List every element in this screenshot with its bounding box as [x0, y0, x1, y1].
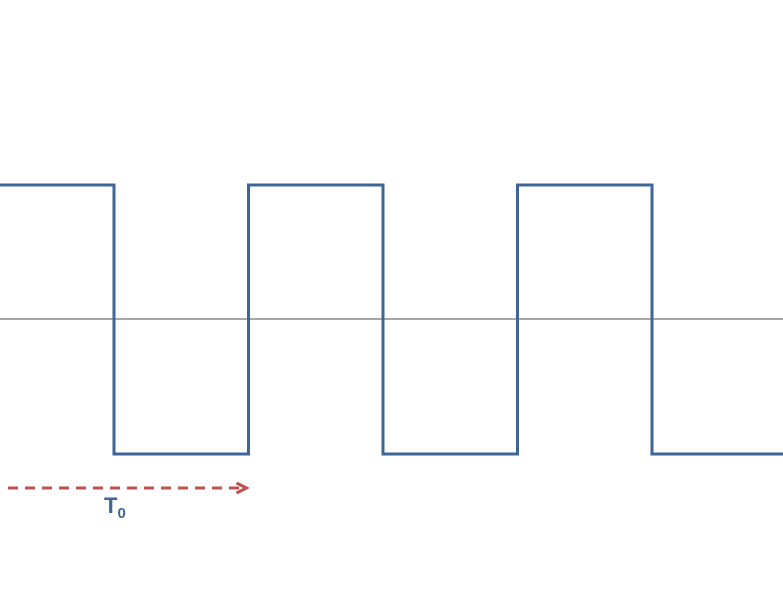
period-label-main: T — [104, 493, 118, 518]
period-arrowhead — [235, 481, 250, 495]
period-label-subscript: 0 — [117, 505, 126, 522]
period-label: T0 — [104, 493, 126, 522]
square-wave-signal — [0, 183, 783, 456]
